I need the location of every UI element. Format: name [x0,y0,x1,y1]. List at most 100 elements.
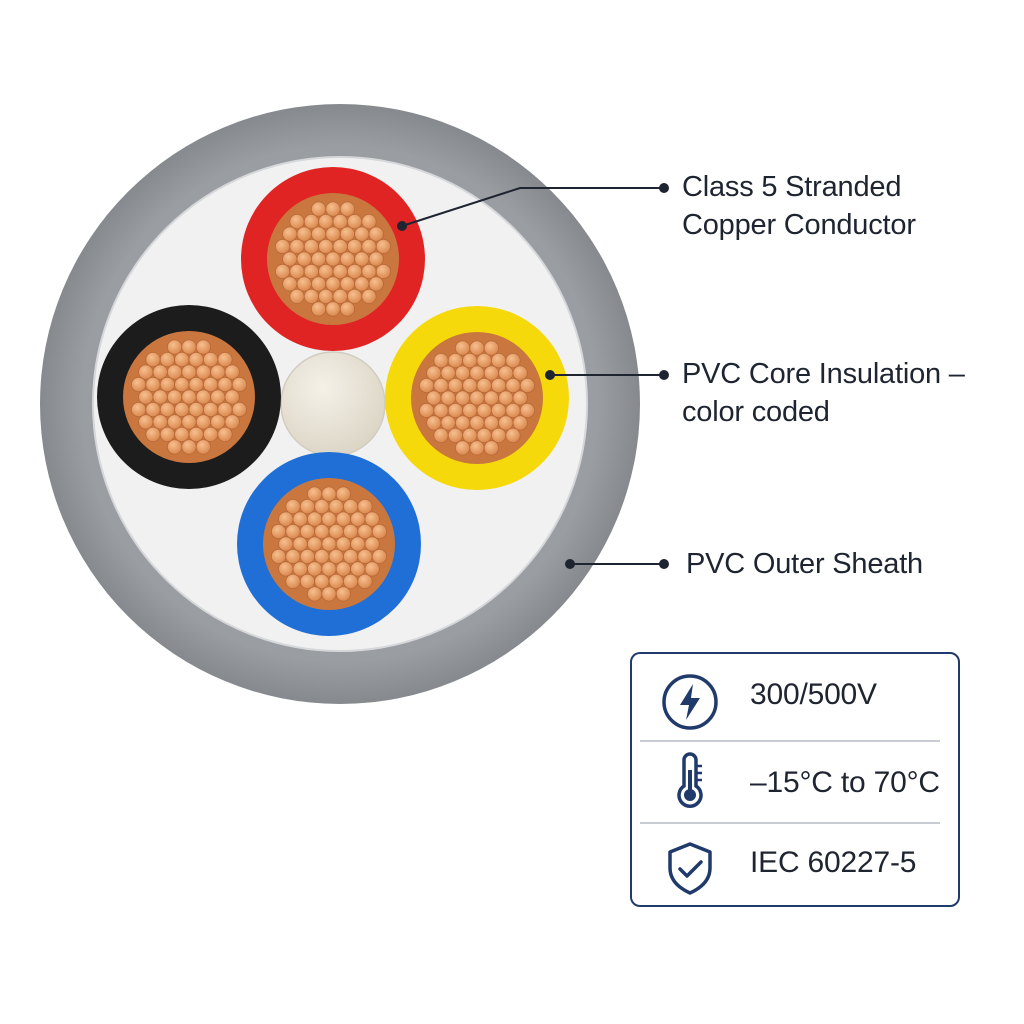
copper-strand [299,498,315,515]
copper-strand [231,401,247,418]
copper-strand [505,427,521,443]
copper-strand [454,390,471,406]
copper-strand [426,415,442,431]
copper-strand [375,263,391,280]
copper-strand [131,401,147,418]
copper-strand [328,498,344,515]
core-black [97,305,281,489]
copper-strand [306,586,323,602]
copper-strand [270,548,287,565]
copper-strand [433,377,449,394]
copper-strand [454,365,471,381]
copper-strand [318,288,334,304]
copper-strand [332,263,348,280]
copper-strand [440,390,456,406]
copper-strand [321,511,337,527]
copper-strand [368,251,384,267]
copper-strand [332,214,348,230]
copper-strand [321,586,337,602]
copper-strand [224,414,240,430]
copper-strand [321,561,337,577]
copper-strand [447,427,463,443]
copper-strand [188,351,204,368]
spec-divider-2 [640,822,940,824]
copper-strand [296,276,312,292]
copper-strand [195,389,211,405]
copper-strand [217,426,233,442]
copper-strand [339,251,355,267]
copper-strand [483,365,499,381]
copper-strand [364,511,380,527]
copper-strand [357,523,373,540]
copper-strand [195,439,211,455]
copper-strand [306,536,323,552]
copper-strand [310,276,327,292]
copper-strand [285,573,301,590]
callout-conductor: Class 5 Stranded Copper Conductor [682,168,916,244]
copper-strand [159,426,175,442]
copper-strand [440,415,456,431]
copper-strand [342,548,359,565]
copper-strand [145,351,161,368]
leader-sheath [565,559,669,569]
copper-strand [303,238,319,255]
copper-strand [138,414,154,430]
copper-strand [174,376,190,393]
copper-strand [285,523,301,540]
copper-strand [433,427,449,443]
copper-strand [224,389,240,405]
copper-strand [303,214,319,230]
copper-strand [357,498,373,515]
copper-strand [462,352,478,369]
copper-strand [483,340,499,356]
copper-strand [231,376,247,393]
copper-strand [375,238,391,255]
copper-strand [512,390,528,406]
copper-strand [462,427,478,443]
copper-strand [285,498,301,515]
copper-strand [289,238,305,255]
copper-strand [303,263,319,280]
copper-strand [210,414,226,430]
copper-strand [314,523,330,540]
copper-strand [335,561,351,577]
copper-strand [342,523,359,540]
copper-strand [346,288,363,304]
spec-row-temperature: –15°C to 70°C [632,742,958,826]
shield-check-icon [668,842,712,895]
copper-strand [335,586,351,602]
copper-strand [210,364,226,380]
copper-strand [433,402,449,419]
callout-insulation-line-2: color coded [682,396,830,428]
copper-strand [505,352,521,369]
copper-strand [306,511,323,527]
spec-row-standard: IEC 60227-5 [632,822,958,906]
copper-strand [490,377,507,394]
copper-strand [325,251,341,267]
callout-insulation-line-1: PVC Core Insulation – [682,358,965,390]
copper-strand [270,523,287,540]
copper-strand [447,377,463,394]
copper-strand [483,390,499,406]
copper-strand [195,414,211,430]
copper-strand [342,573,359,590]
copper-strand [462,402,478,419]
callout-conductor-line-2: Copper Conductor [682,209,916,241]
copper-strand [519,402,536,419]
copper-strand [167,339,183,355]
copper-strand [505,402,521,419]
copper-strand [368,276,384,292]
leader-insulation [545,370,669,380]
core-blue [237,452,421,636]
copper-strand [138,389,154,405]
copper-strand [321,536,337,552]
callout-insulation: PVC Core Insulation – color coded [682,355,965,431]
copper-strand [203,351,219,368]
copper-strand [350,536,366,552]
copper-strand [335,486,351,502]
copper-strand [498,390,514,406]
copper-strand [354,276,370,292]
copper-strand [447,352,463,369]
copper-strand [469,365,485,381]
